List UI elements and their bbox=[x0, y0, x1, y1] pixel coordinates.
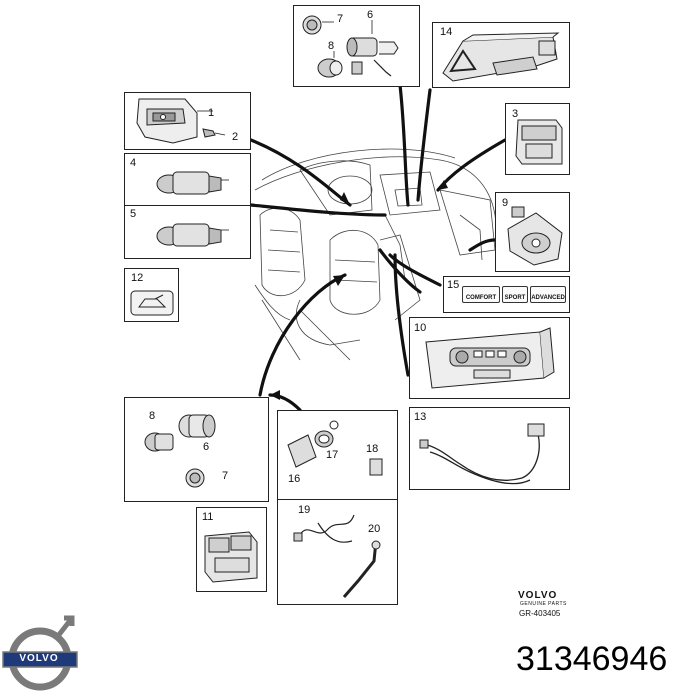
parts-4-5-drawing bbox=[156, 171, 229, 247]
callout-20: 20 bbox=[368, 523, 381, 535]
parts-16-20-drawing bbox=[287, 420, 383, 598]
box-parts-1-2: 1 2 bbox=[124, 92, 251, 150]
part-11-drawing bbox=[204, 531, 258, 583]
callout-10: 10 bbox=[414, 322, 427, 334]
parts-6-7-8-drawing bbox=[302, 15, 399, 78]
callout-17: 17 bbox=[326, 449, 339, 461]
box-parts-6-7-8-bottom: 8 6 7 bbox=[124, 397, 269, 502]
box-parts-4-5: 4 5 bbox=[124, 153, 251, 259]
box-parts-6-7-8-top: 7 6 8 bbox=[293, 5, 420, 87]
callout-7: 7 bbox=[337, 13, 344, 25]
logo-text: VOLVO bbox=[19, 653, 59, 664]
callout-19: 19 bbox=[298, 504, 311, 516]
callout-5: 5 bbox=[130, 208, 137, 220]
advanced-button: ADVANCED bbox=[530, 286, 566, 303]
box-part-14: 14 bbox=[432, 22, 570, 88]
volvo-logo bbox=[2, 615, 78, 691]
callout-2: 2 bbox=[232, 131, 239, 143]
callout-14: 14 bbox=[440, 26, 453, 38]
callout-18: 18 bbox=[366, 443, 379, 455]
diagram-reference: GR-403405 bbox=[519, 609, 561, 618]
part-13-drawing bbox=[419, 423, 545, 485]
callout-12: 12 bbox=[131, 272, 144, 284]
callout-4: 4 bbox=[130, 157, 137, 169]
callout-3: 3 bbox=[512, 108, 519, 120]
callout-11: 11 bbox=[202, 511, 214, 523]
box-part-13: 13 bbox=[409, 407, 570, 490]
callout-8: 8 bbox=[149, 410, 156, 422]
box-parts-16-20: 16 17 18 19 20 bbox=[277, 410, 398, 605]
part-number: 31346946 bbox=[516, 640, 668, 678]
part-3-drawing bbox=[515, 119, 563, 165]
box-part-12: 12 bbox=[124, 268, 179, 322]
divider bbox=[125, 205, 250, 206]
callout-8: 8 bbox=[328, 40, 335, 52]
box-part-11: 11 bbox=[196, 507, 267, 592]
callout-9: 9 bbox=[502, 197, 509, 209]
callout-13: 13 bbox=[414, 411, 427, 423]
box-part-3: 3 bbox=[505, 103, 570, 175]
comfort-button: COMFORT bbox=[462, 286, 500, 303]
box-part-10: 10 bbox=[409, 317, 570, 399]
part-9-drawing bbox=[507, 206, 563, 266]
brand-subtitle: GENUINE PARTS bbox=[520, 601, 567, 607]
divider bbox=[278, 499, 397, 500]
parts-6-7-8-bottom-drawing bbox=[144, 414, 216, 488]
callout-16: 16 bbox=[288, 473, 301, 485]
brand-name: VOLVO bbox=[518, 590, 558, 601]
sport-button: SPORT bbox=[502, 286, 528, 303]
car-interior-sketch bbox=[254, 148, 501, 361]
box-part-9: 9 bbox=[495, 192, 570, 272]
callout-15: 15 bbox=[447, 279, 460, 291]
callout-6: 6 bbox=[367, 9, 374, 21]
part-12-drawing bbox=[130, 290, 174, 316]
part-10-drawing bbox=[425, 327, 555, 389]
callout-6: 6 bbox=[203, 441, 210, 453]
callout-7: 7 bbox=[222, 470, 229, 482]
part-14-drawing bbox=[442, 32, 560, 82]
parts-1-2-drawing bbox=[136, 98, 226, 144]
callout-1: 1 bbox=[208, 107, 215, 119]
